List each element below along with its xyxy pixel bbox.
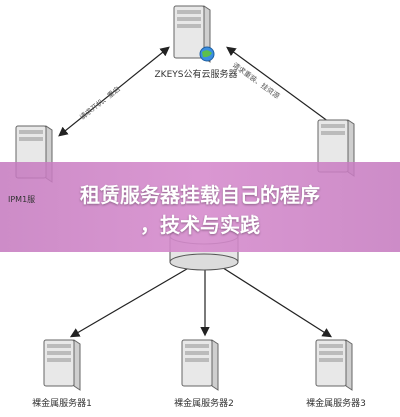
overlay-title-line2: ，技术与实践 bbox=[140, 213, 260, 237]
left-server-label: IPM1服 bbox=[8, 195, 36, 204]
bare-metal-server-3-icon bbox=[315, 339, 353, 391]
arrow-label-right: 请求重装、挂资源 bbox=[231, 60, 282, 100]
bare-metal-server-1-label: 裸金属服务器1 bbox=[32, 397, 92, 409]
top-server-label: ZKEYS公有云服务器 bbox=[155, 68, 238, 80]
overlay-title-line1: 租赁服务器挂载自己的程序 bbox=[80, 183, 320, 207]
link-center-bottom1 bbox=[69, 265, 193, 338]
right-server-icon bbox=[317, 119, 355, 177]
bare-metal-server-1-icon bbox=[43, 339, 81, 391]
connections bbox=[58, 46, 342, 338]
link-top-left bbox=[58, 46, 170, 137]
top-server-icon bbox=[173, 5, 215, 63]
bare-metal-server-2-label: 裸金属服务器2 bbox=[174, 397, 234, 409]
bare-metal-server-2-icon bbox=[181, 339, 219, 391]
link-top-right bbox=[226, 46, 342, 132]
overlay-title: 租赁服务器挂载自己的程序 ，技术与实践 bbox=[0, 180, 400, 240]
title-overlay-banner bbox=[0, 162, 400, 252]
arrow-label-left: 请求开机、重启 bbox=[78, 84, 122, 121]
bare-metal-server-3-label: 裸金属服务器3 bbox=[306, 397, 366, 409]
link-center-bottom3 bbox=[219, 265, 333, 338]
